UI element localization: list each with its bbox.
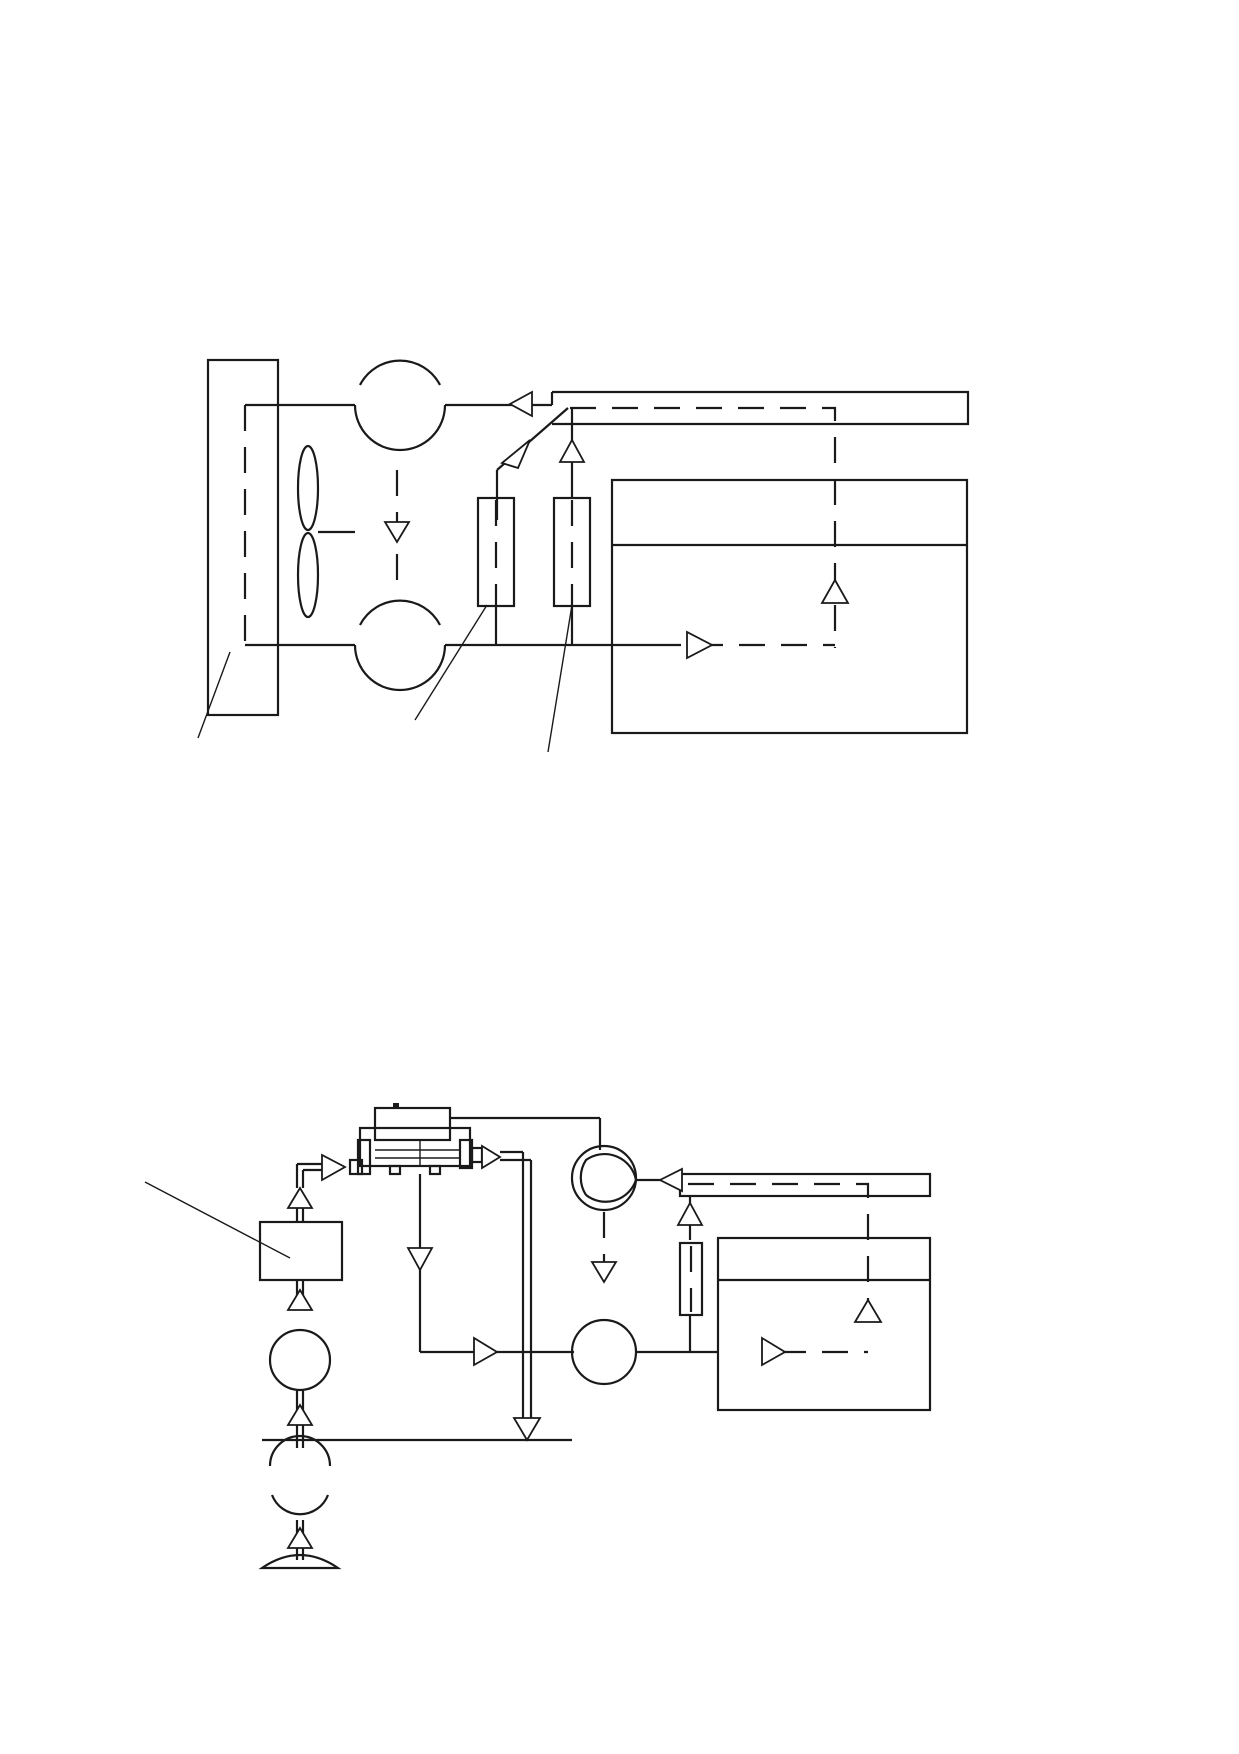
- pump-upper-arc: [359, 359, 441, 386]
- base-dome: [258, 1553, 342, 1570]
- stack-up-arrow-3-icon: [286, 1526, 314, 1549]
- pump-upper: [579, 1152, 638, 1203]
- valve-assembly: [348, 1103, 484, 1176]
- stack-up-arrow-1-icon: [286, 1288, 314, 1311]
- valve-out-arrow-icon: [481, 1144, 502, 1170]
- fan-icon: [296, 444, 355, 619]
- up-arrow-icon: [558, 438, 586, 463]
- tank-up-arrow-icon: [853, 1298, 883, 1323]
- down-arrow-icon: [383, 521, 411, 544]
- left-arrow-icon: [508, 390, 533, 418]
- pump-bottom: [268, 1434, 332, 1467]
- riser-up-arrow-icon: [286, 1186, 314, 1209]
- pump-upper-body: [570, 1144, 638, 1212]
- branch-down-arrow-icon: [406, 1247, 434, 1272]
- pump-bottom-arc: [270, 1494, 330, 1516]
- tank: [610, 478, 969, 735]
- pump-lower-arc: [359, 599, 441, 626]
- leader-line-1: [197, 651, 231, 739]
- pump: [268, 1328, 332, 1392]
- tank: [716, 1236, 932, 1412]
- right-arrow-icon: [686, 630, 714, 660]
- return-pipe: [678, 1172, 932, 1198]
- pump-down-arrow-icon: [590, 1261, 618, 1284]
- drain-down-arrow-icon: [512, 1417, 542, 1442]
- return-dashed: [570, 406, 837, 648]
- pump-lower: [353, 644, 447, 692]
- filter-up-arrow-icon: [676, 1201, 704, 1226]
- return-dashed: [688, 1182, 870, 1320]
- leader-line-4: [144, 1181, 291, 1259]
- box-unit: [258, 1220, 344, 1282]
- return-pipe: [552, 390, 970, 426]
- branch-right-arrow-icon: [473, 1336, 499, 1367]
- pump-upper: [353, 404, 447, 452]
- stack-up-arrow-2-icon: [286, 1403, 314, 1426]
- upper-schematic: [197, 358, 970, 753]
- heat-exchanger: [206, 358, 280, 717]
- pump-lower: [570, 1318, 638, 1386]
- lower-schematic: [144, 1103, 932, 1570]
- return-arrow-icon: [657, 1167, 683, 1193]
- tank-right-arrow-icon: [761, 1336, 787, 1367]
- leader-line-3: [547, 604, 573, 753]
- leader-line-2: [414, 604, 488, 721]
- valve-in-arrow-icon: [321, 1153, 347, 1182]
- tank-up-arrow-icon: [820, 578, 850, 604]
- diagonal-arrow-icon: [500, 439, 531, 470]
